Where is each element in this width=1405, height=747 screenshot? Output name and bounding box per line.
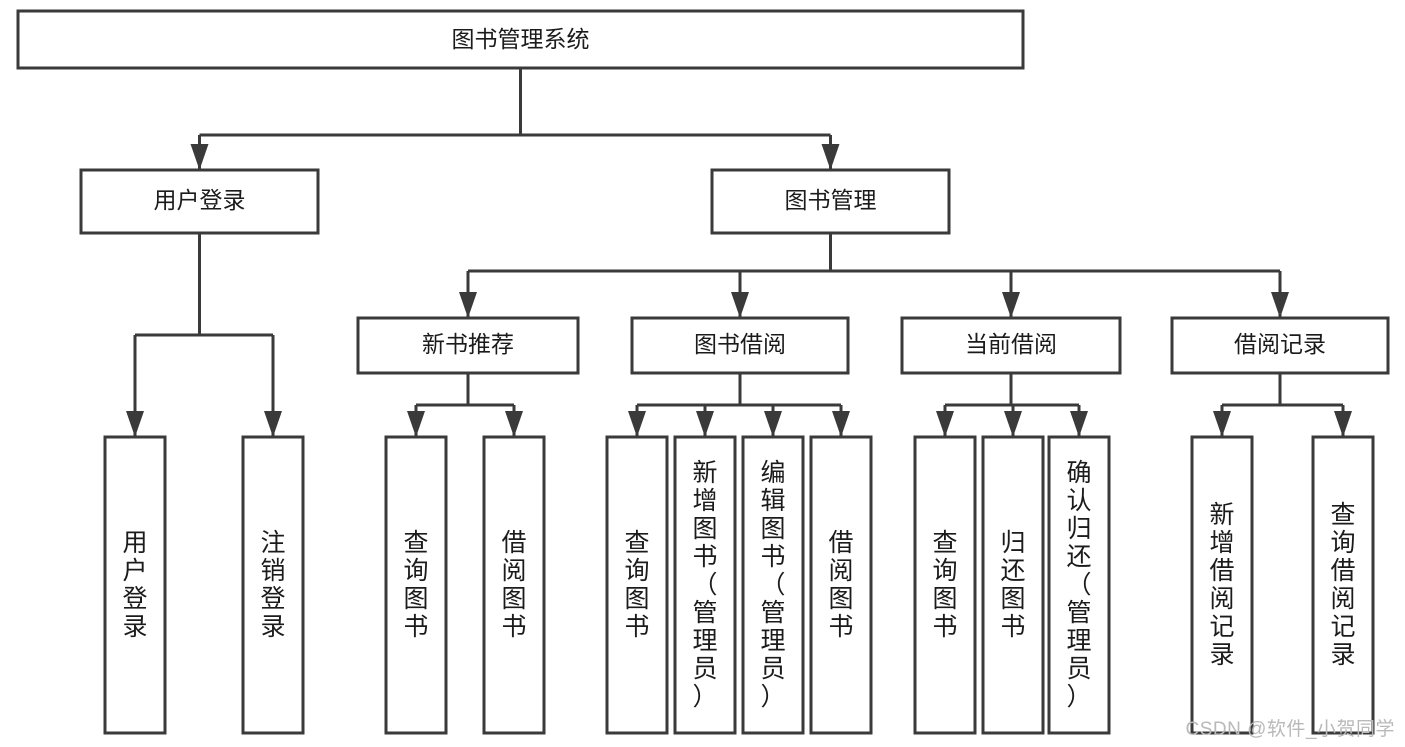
node-current-borrow[interactable]: 当前借阅	[900, 316, 1122, 375]
connector-arrowhead	[731, 292, 749, 318]
node-borrow-record-label: 借阅记录	[1234, 331, 1326, 357]
node-borrow-record[interactable]: 借阅记录	[1170, 316, 1390, 375]
node-leaf-12-label: 新增借阅记录	[1209, 501, 1234, 669]
node-leaf-11-box[interactable]	[1047, 435, 1111, 735]
node-leaf-6-box[interactable]	[673, 435, 737, 735]
node-leaf-11-label: 确认归还（管理员）	[1066, 459, 1091, 711]
node-leaf-7-box[interactable]	[741, 435, 805, 735]
connector-layer	[126, 68, 1352, 437]
node-leaf-11[interactable]: 确认归还（管理员）	[1047, 435, 1111, 735]
node-leaf-13[interactable]: 查询借阅记录	[1311, 435, 1375, 735]
node-leaf-1-box[interactable]	[103, 435, 167, 735]
node-leaf-3[interactable]: 查询图书	[384, 435, 448, 735]
connector-arrowhead	[407, 411, 425, 437]
node-leaf-9-box[interactable]	[913, 435, 977, 735]
node-leaf-6-label: 新增图书（管理员）	[692, 459, 717, 711]
node-leaf-1[interactable]: 用户登录	[103, 435, 167, 735]
node-leaf-6[interactable]: 新增图书（管理员）	[673, 435, 737, 735]
csdn-watermark: CSDN @软件_小贺同学	[1185, 719, 1395, 740]
node-book-manage[interactable]: 图书管理	[710, 168, 951, 235]
node-leaf-2-label: 注销登录	[260, 529, 285, 641]
connector-arrowhead	[459, 292, 477, 318]
connector-arrowhead	[264, 411, 282, 437]
node-leaf-4[interactable]: 借阅图书	[482, 435, 546, 735]
node-book-borrow-label: 图书借阅	[694, 331, 786, 357]
node-leaf-9[interactable]: 查询图书	[913, 435, 977, 735]
connector-arrowhead	[1002, 292, 1020, 318]
connector-arrowhead	[936, 411, 954, 437]
node-leaf-4-label: 借阅图书	[501, 529, 526, 641]
node-leaf-8[interactable]: 借阅图书	[809, 435, 873, 735]
node-leaf-8-box[interactable]	[809, 435, 873, 735]
node-leaf-7[interactable]: 编辑图书（管理员）	[741, 435, 805, 735]
node-book-borrow[interactable]: 图书借阅	[630, 316, 850, 375]
node-current-borrow-box[interactable]	[900, 316, 1122, 375]
node-leaf-7-label: 编辑图书（管理员）	[760, 459, 785, 711]
connector-arrowhead	[821, 144, 840, 170]
node-current-borrow-label: 当前借阅	[965, 331, 1057, 357]
connector-arrowhead	[505, 411, 523, 437]
node-leaf-9-label: 查询图书	[932, 529, 957, 641]
node-user-login-label: 用户登录	[154, 187, 246, 213]
connector-arrowhead	[696, 411, 714, 437]
connector-arrowhead	[832, 411, 850, 437]
node-leaf-3-label: 查询图书	[403, 529, 428, 641]
node-user-login[interactable]: 用户登录	[79, 168, 320, 235]
node-new-book-rec-box[interactable]	[356, 316, 580, 375]
connector-arrowhead	[764, 411, 782, 437]
node-book-borrow-box[interactable]	[630, 316, 850, 375]
node-leaf-2-box[interactable]	[241, 435, 305, 735]
node-borrow-record-box[interactable]	[1170, 316, 1390, 375]
node-leaf-13-box[interactable]	[1311, 435, 1375, 735]
connector-arrowhead	[1070, 411, 1088, 437]
node-leaf-10[interactable]: 归还图书	[981, 435, 1045, 735]
connector-arrowhead	[628, 411, 646, 437]
connector-arrowhead	[190, 144, 209, 170]
node-leaf-10-label: 归还图书	[1000, 529, 1025, 641]
node-root-box[interactable]	[16, 9, 1025, 70]
node-user-login-box[interactable]	[79, 168, 320, 235]
connector-arrowhead	[1004, 411, 1022, 437]
node-book-manage-label: 图书管理	[785, 187, 877, 213]
node-book-manage-box[interactable]	[710, 168, 951, 235]
connector-arrowhead	[126, 411, 144, 437]
node-root-label: 图书管理系统	[452, 26, 590, 52]
node-leaf-12[interactable]: 新增借阅记录	[1190, 435, 1254, 735]
node-leaf-13-label: 查询借阅记录	[1330, 501, 1355, 669]
node-leaf-5[interactable]: 查询图书	[605, 435, 669, 735]
node-leaf-5-label: 查询图书	[624, 529, 649, 641]
node-leaf-10-box[interactable]	[981, 435, 1045, 735]
node-leaf-1-label: 用户登录	[122, 529, 147, 641]
node-new-book-rec[interactable]: 新书推荐	[356, 316, 580, 375]
node-leaf-2[interactable]: 注销登录	[241, 435, 305, 735]
node-root[interactable]: 图书管理系统	[16, 9, 1025, 70]
connector-arrowhead	[1334, 411, 1352, 437]
connector-arrowhead	[1271, 292, 1289, 318]
node-leaf-3-box[interactable]	[384, 435, 448, 735]
node-leaf-5-box[interactable]	[605, 435, 669, 735]
node-leaf-12-box[interactable]	[1190, 435, 1254, 735]
connector-arrowhead	[1213, 411, 1231, 437]
node-leaf-8-label: 借阅图书	[828, 529, 853, 641]
node-leaf-4-box[interactable]	[482, 435, 546, 735]
node-new-book-rec-label: 新书推荐	[422, 331, 514, 357]
